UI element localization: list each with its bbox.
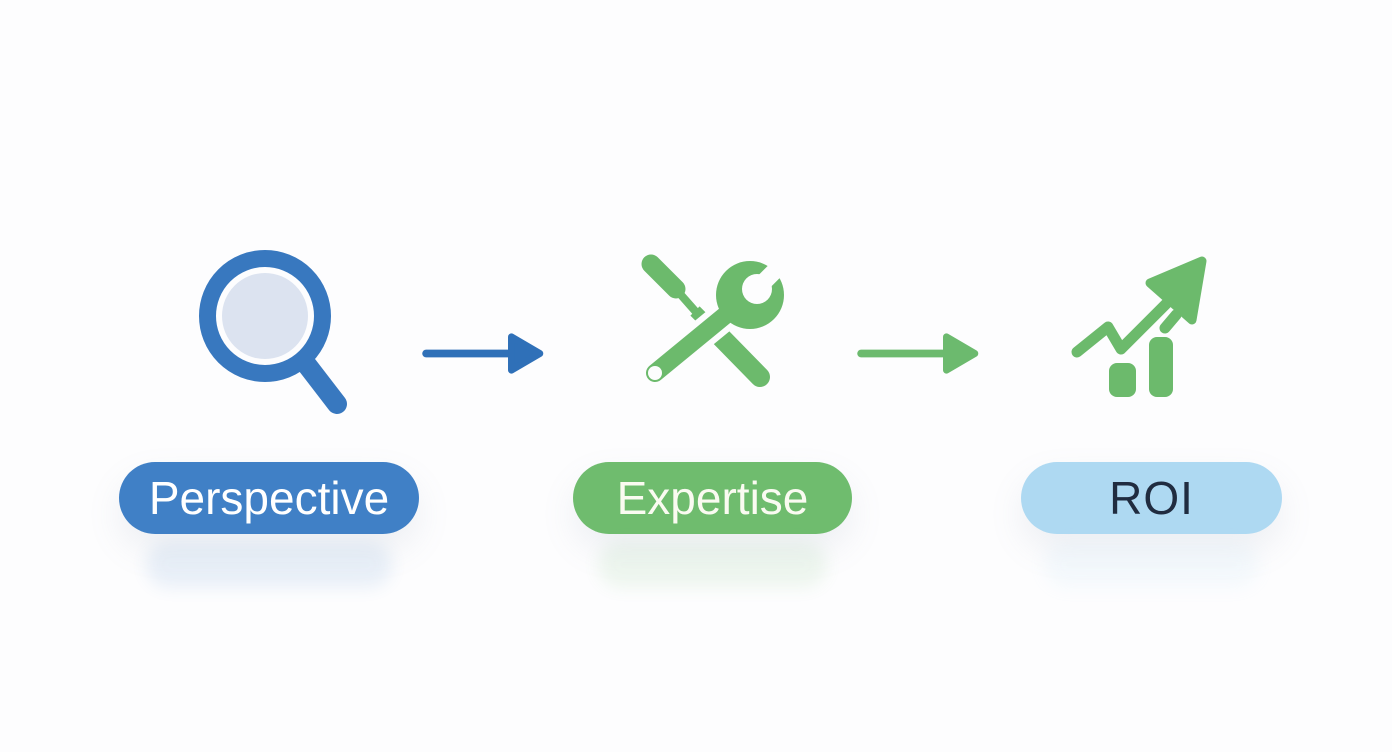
magnifying-glass-icon [192,245,352,420]
roi-pill: ROI [1021,462,1282,534]
right-arrow-icon [420,329,548,378]
growth-chart-arrow-icon [1065,250,1215,400]
roi-label: ROI [1109,472,1194,524]
crossed-screwdriver-wrench-icon [630,248,790,393]
expertise-label: Expertise [616,472,809,524]
perspective-pill: Perspective [119,462,419,534]
perspective-label: Perspective [148,472,390,524]
right-arrow-icon [854,329,984,378]
expertise-pill: Expertise [573,462,852,534]
